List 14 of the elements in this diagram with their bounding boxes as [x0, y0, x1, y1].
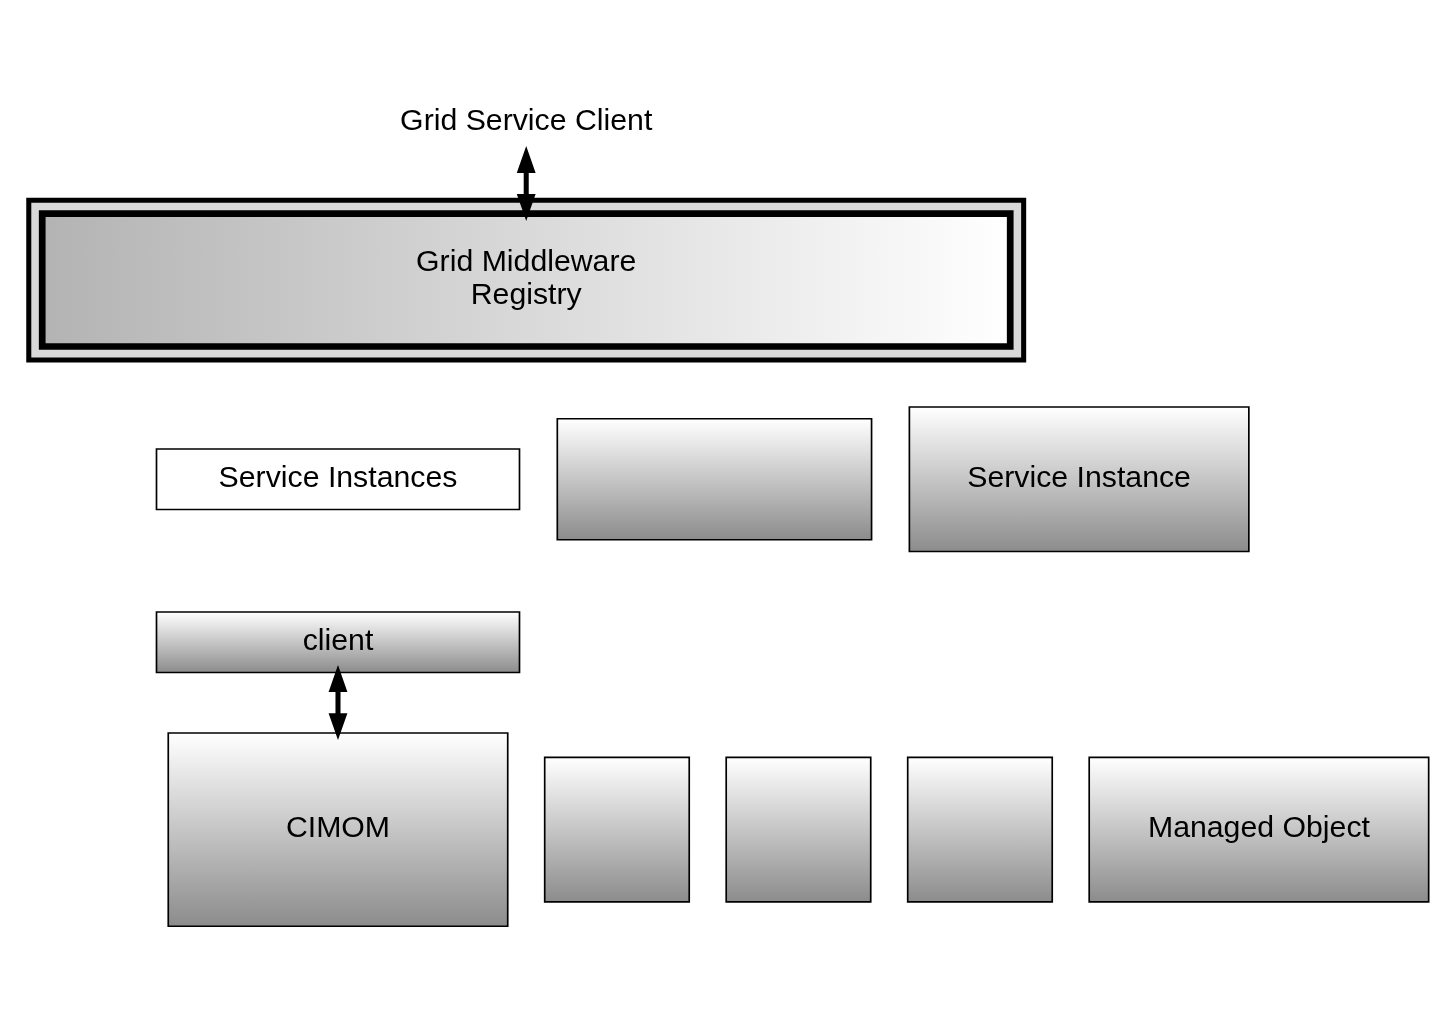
arrow — [328, 664, 348, 740]
cluster — [26, 197, 1027, 362]
node-box: Service Instance — [908, 405, 1250, 552]
node-box — [556, 417, 873, 541]
arrow — [516, 145, 536, 221]
node-box: client — [155, 610, 521, 673]
node-box: Grid Middleware Registry — [38, 209, 1014, 350]
node-box — [725, 756, 872, 903]
node-box: Managed Object — [1088, 756, 1430, 903]
node-text: Grid Service Client — [400, 102, 653, 136]
node-box: CIMOM — [167, 731, 509, 927]
node-box — [906, 756, 1054, 903]
node-box — [543, 756, 691, 903]
node-box: Service Instances — [155, 447, 521, 510]
